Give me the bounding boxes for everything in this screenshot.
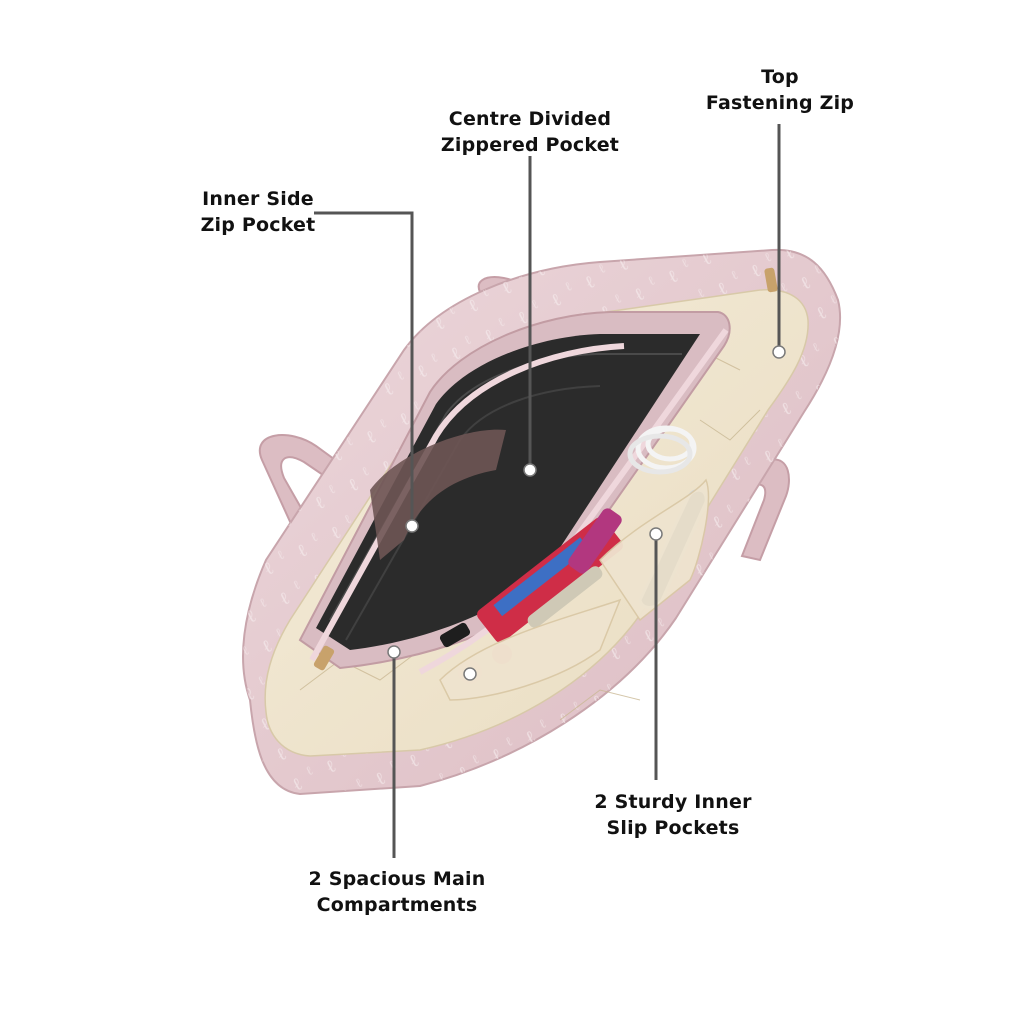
marker-main-comp bbox=[387, 645, 401, 659]
marker-inner-side bbox=[405, 519, 419, 533]
slip-pocket-2 bbox=[439, 598, 622, 701]
callout-leaders bbox=[314, 124, 786, 858]
marker-top-zip bbox=[772, 345, 786, 359]
callout-inner-slip-pockets: 2 Sturdy Inner Slip Pockets bbox=[582, 789, 764, 841]
callout-text-line: Inner Side bbox=[202, 188, 314, 210]
callout-centre-divided-pocket: Centre Divided Zippered Pocket bbox=[428, 106, 632, 158]
marker-centre-pocket bbox=[523, 463, 537, 477]
callout-text-line: Zip Pocket bbox=[200, 214, 316, 236]
cosmetics-items bbox=[439, 508, 623, 684]
callout-text-line: 2 Spacious Main bbox=[308, 868, 486, 890]
callout-text-line: Zippered Pocket bbox=[440, 134, 620, 156]
callout-text-line: Top bbox=[761, 66, 799, 88]
callout-inner-side-zip-pocket: Inner Side Zip Pocket bbox=[186, 186, 330, 238]
inner-side-zip-pocket bbox=[370, 429, 506, 560]
callout-text-line: Compartments bbox=[316, 894, 478, 916]
callout-main-compartments: 2 Spacious Main Compartments bbox=[290, 866, 504, 918]
leader-inner-side bbox=[314, 211, 414, 526]
callout-text-line: Centre Divided bbox=[448, 108, 612, 130]
marker-slip-pocket-upper bbox=[649, 527, 663, 541]
callout-text-line: 2 Sturdy Inner bbox=[594, 791, 752, 813]
callout-top-fastening-zip: Top Fastening Zip bbox=[700, 64, 860, 116]
callout-text-line: Slip Pockets bbox=[606, 817, 740, 839]
slip-pocket-1 bbox=[599, 478, 710, 622]
marker-slip-pocket-lower bbox=[463, 667, 477, 681]
cable-item bbox=[627, 425, 697, 475]
callout-text-line: Fastening Zip bbox=[705, 92, 855, 114]
